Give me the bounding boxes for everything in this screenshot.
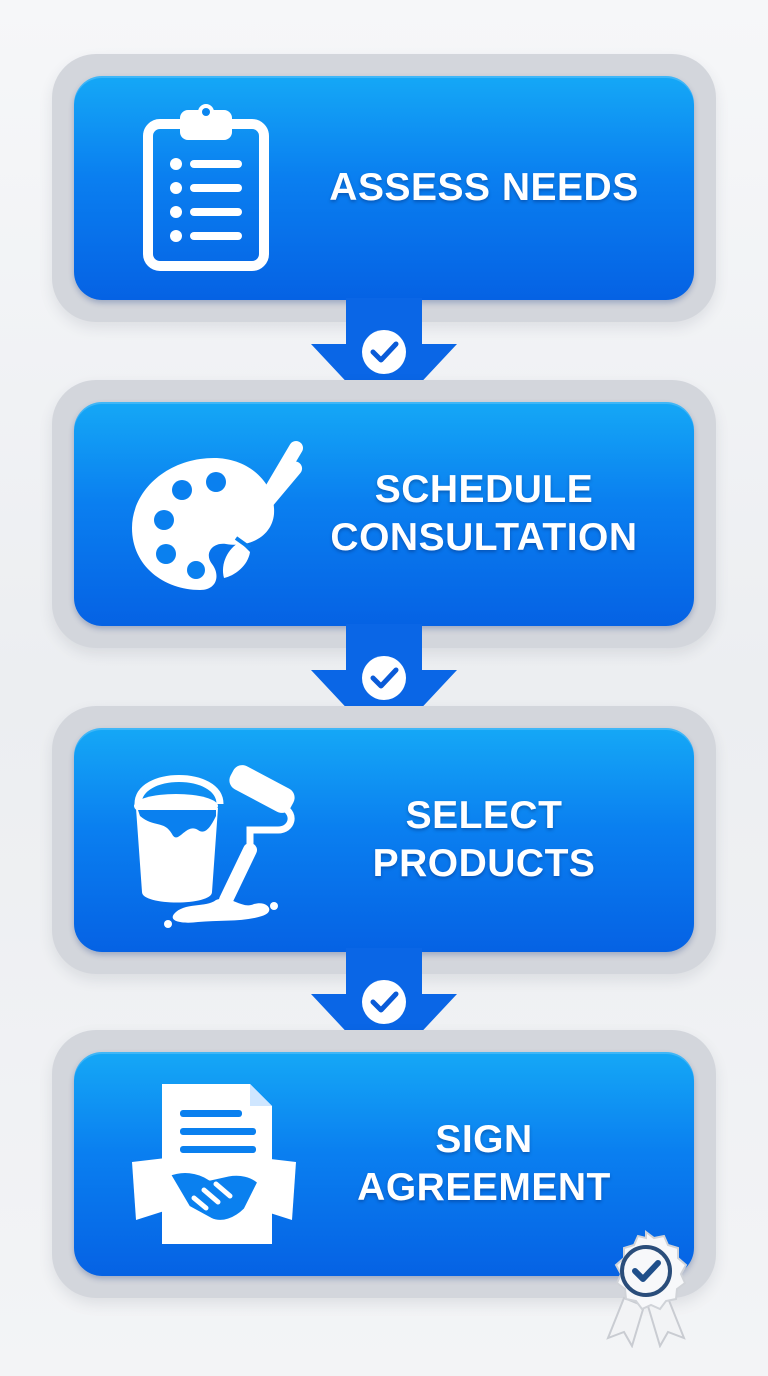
- step-schedule-consultation-frame: SCHEDULE CONSULTATION: [52, 380, 716, 648]
- step-sign-agreement-frame: SIGN AGREEMENT: [52, 1030, 716, 1298]
- step-assess-needs-frame: ASSESS NEEDS: [52, 54, 716, 322]
- step-sign-agreement-label: SIGN AGREEMENT: [357, 1118, 611, 1209]
- document-handshake-icon: [124, 1074, 304, 1254]
- flow-arrow-3: [309, 948, 459, 1078]
- step-select-products-card: SELECT PRODUCTS: [74, 728, 694, 952]
- paint-bucket-roller-icon: [124, 750, 304, 930]
- clipboard-checklist-icon: [124, 98, 304, 278]
- flow-arrow-2: [309, 624, 459, 754]
- step-assess-needs-card: ASSESS NEEDS: [74, 76, 694, 300]
- flow-arrow-1: [309, 298, 459, 428]
- step-assess-needs-label: ASSESS NEEDS: [329, 166, 639, 209]
- step-schedule-consultation-label: SCHEDULE CONSULTATION: [330, 468, 638, 559]
- step-select-products-frame: SELECT PRODUCTS: [52, 706, 716, 974]
- step-sign-agreement-card: SIGN AGREEMENT: [74, 1052, 694, 1276]
- paint-palette-brush-icon: [124, 424, 304, 604]
- award-ribbon-check-icon: [598, 1228, 694, 1348]
- step-select-products-label: SELECT PRODUCTS: [372, 794, 596, 885]
- step-schedule-consultation-card: SCHEDULE CONSULTATION: [74, 402, 694, 626]
